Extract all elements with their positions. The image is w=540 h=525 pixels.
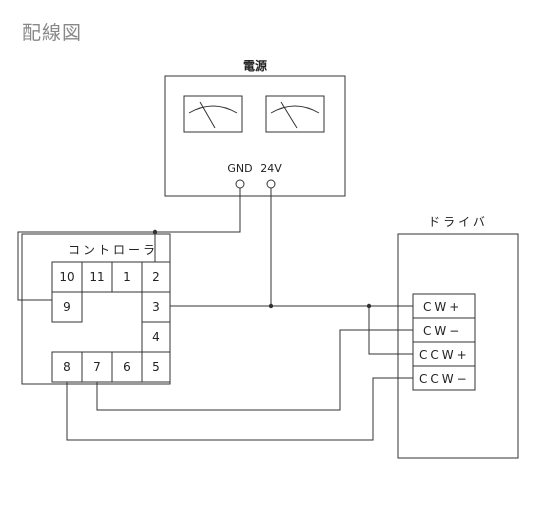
driver-label-ccw-plus: CCW+: [419, 348, 470, 362]
driver-title: ドライバ: [428, 215, 488, 229]
v24-terminal: [266, 179, 276, 189]
terminal-6-label: 6: [123, 360, 131, 374]
terminal-8-label: 8: [63, 360, 71, 374]
power-supply-box: [164, 75, 346, 197]
terminal-9-label: 9: [63, 300, 71, 314]
terminal-4-label: 4: [152, 330, 160, 344]
power-supply-title: 電源: [243, 58, 267, 73]
wires: [17, 188, 413, 441]
controller-title: コントローラ: [68, 243, 158, 257]
gnd-terminal: [235, 179, 245, 189]
page-title: 配線図: [22, 22, 83, 44]
driver: ドライバ CW+ CW− CCW+ CCW−: [397, 215, 519, 459]
wire-7-to-cw-minus: [96, 329, 413, 411]
junction-dot: [268, 303, 274, 309]
terminal-2-label: 2: [152, 270, 160, 284]
terminal-5: [141, 351, 171, 383]
ammeter-icon: [265, 95, 325, 133]
terminal-3-label: 3: [152, 300, 160, 314]
wire-gnd-to-9: [17, 188, 241, 301]
v24-label: 24V: [260, 162, 282, 175]
gnd-label: GND: [227, 162, 252, 175]
terminal-5-label: 5: [152, 360, 160, 374]
controller: コントローラ 10 11 1 2 9 3 4 8 7 6 5: [21, 233, 171, 385]
terminal-7-label: 7: [93, 360, 101, 374]
driver-label-ccw-minus: CCW−: [419, 372, 470, 386]
junction-dot: [152, 229, 158, 235]
terminal-11-label: 11: [89, 270, 104, 284]
voltmeter-icon: [183, 95, 243, 133]
terminal-9: [51, 291, 83, 323]
power-supply: 電源 GND 24V: [164, 58, 346, 197]
wire-8-to-ccw-minus: [66, 377, 413, 441]
driver-label-cw-minus: CW−: [423, 324, 462, 338]
wire-cw-plus-to-ccw-plus: [368, 306, 413, 355]
driver-label-cw-plus: CW+: [423, 300, 462, 314]
terminal-1-label: 1: [123, 270, 131, 284]
driver-box: [397, 233, 519, 459]
terminal-10-label: 10: [59, 270, 74, 284]
